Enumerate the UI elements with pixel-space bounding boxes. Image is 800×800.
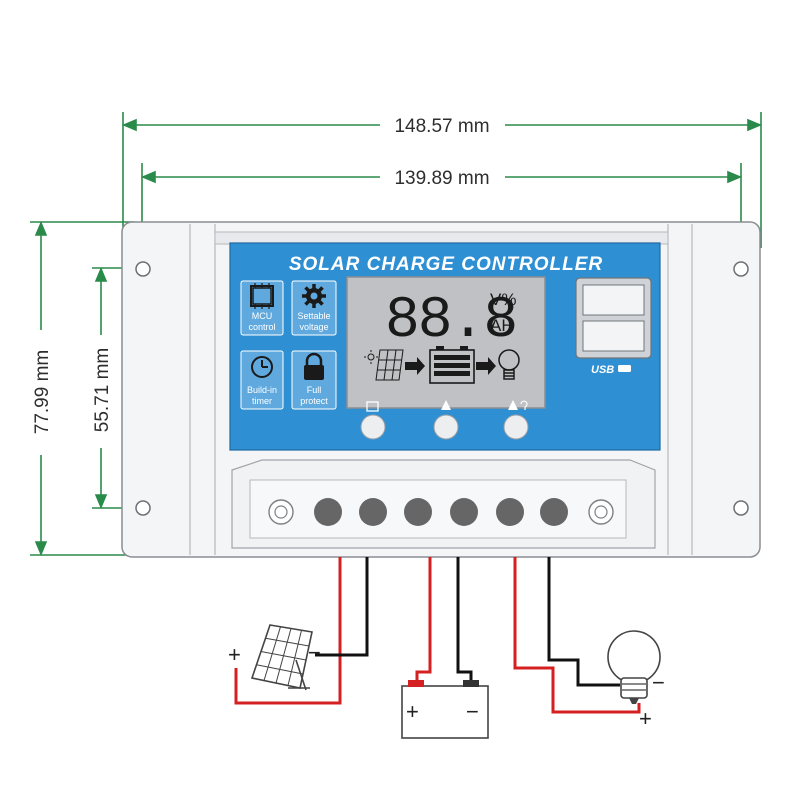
lcd-arrow-icon	[476, 357, 496, 375]
wire-battery-negative	[456, 557, 473, 683]
wire-solar-positive	[234, 557, 342, 705]
screw-icon	[588, 499, 614, 525]
battery-icon	[401, 680, 489, 739]
dimension-outer-height	[30, 220, 135, 557]
arrowhead	[121, 118, 137, 132]
feature-voltage-line1: Settable	[297, 311, 330, 321]
gear-icon	[302, 284, 326, 308]
terminal-load-minus[interactable]	[540, 498, 568, 526]
arrowhead	[34, 541, 48, 557]
clock-icon	[251, 356, 273, 378]
light-bulb-icon	[607, 630, 661, 704]
triangle-down-icon	[441, 400, 451, 410]
solar-panel-icon	[250, 624, 313, 691]
lcd-solar-panel-icon	[375, 349, 404, 381]
load-plus-sign: +	[639, 706, 652, 731]
bulb-small-icon	[520, 400, 528, 410]
mount-hole	[733, 261, 749, 277]
arrowhead	[94, 494, 108, 510]
wire-load-negative	[547, 557, 620, 687]
terminal-battery-plus[interactable]	[404, 498, 432, 526]
panel-title: SOLAR CHARGE CONTROLLER	[289, 254, 603, 275]
mount-hole	[135, 500, 151, 516]
terminal-block	[231, 459, 656, 549]
feature-protect-line2: protect	[300, 396, 328, 406]
panel-stand	[295, 659, 307, 691]
arrowhead	[747, 118, 763, 132]
wire-battery-positive	[415, 557, 432, 683]
wiring	[234, 557, 641, 714]
lcd-unit-top: V%	[490, 290, 516, 309]
lcd-sun-icon	[364, 350, 378, 364]
screw-icon	[268, 499, 294, 525]
usb-port-2[interactable]	[582, 320, 645, 352]
front-panel: SOLAR CHARGE CONTROLLER MCU control Sett…	[229, 242, 661, 451]
arrowhead	[140, 170, 156, 184]
terminal-solar-plus[interactable]	[314, 498, 342, 526]
minus-button[interactable]	[433, 400, 459, 440]
chip-icon	[250, 283, 274, 309]
outer-width-label: 148.57 mm	[394, 116, 489, 137]
terminal-solar-minus[interactable]	[359, 498, 387, 526]
feature-timer-line2: timer	[252, 396, 272, 406]
solar-plus-sign: +	[228, 642, 241, 667]
mount-hole	[135, 261, 151, 277]
arrowhead	[34, 220, 48, 236]
casing-top-ridge	[214, 231, 669, 245]
lcd-arrow-icon	[405, 357, 425, 375]
lcd-bulb-icon	[498, 349, 520, 380]
usb-ports: USB	[575, 277, 652, 376]
hole-height-label: 55.71 mm	[92, 348, 113, 432]
terminal-battery-minus[interactable]	[450, 498, 478, 526]
usb-plug-icon	[618, 365, 631, 372]
battery-minus-sign: −	[466, 699, 479, 724]
solar-minus-sign: −	[308, 640, 321, 665]
wire-solar-negative	[315, 557, 369, 657]
arrowhead	[727, 170, 743, 184]
battery-plus-sign: +	[406, 699, 419, 724]
terminal-load-plus[interactable]	[496, 498, 524, 526]
load-minus-sign: −	[652, 670, 665, 695]
terminal-face	[249, 479, 627, 539]
lcd-battery-icon	[429, 346, 475, 384]
usb-port-1[interactable]	[582, 284, 645, 316]
menu-button[interactable]	[360, 401, 386, 440]
plus-button[interactable]	[503, 400, 529, 440]
wire-load-positive	[513, 557, 641, 714]
menu-icon	[366, 401, 379, 412]
hole-width-label: 139.89 mm	[394, 168, 489, 189]
mount-hole	[733, 500, 749, 516]
lcd-unit-bottom: AH	[490, 316, 514, 335]
lock-icon	[304, 352, 324, 380]
feature-timer-line1: Build-in	[247, 385, 277, 395]
lcd-digits: 88.8	[385, 289, 516, 354]
feature-mcu-line1: MCU	[252, 311, 273, 321]
dimension-outer-width	[121, 112, 763, 248]
feature-protect-line1: Full	[307, 385, 322, 395]
feature-voltage-line2: voltage	[299, 322, 328, 332]
outer-height-label: 77.99 mm	[32, 350, 53, 434]
lcd-screen	[346, 276, 546, 409]
feature-mcu-line2: control	[248, 322, 275, 332]
usb-label: USB	[591, 364, 614, 376]
arrowhead	[94, 266, 108, 282]
triangle-up-icon	[508, 400, 518, 410]
